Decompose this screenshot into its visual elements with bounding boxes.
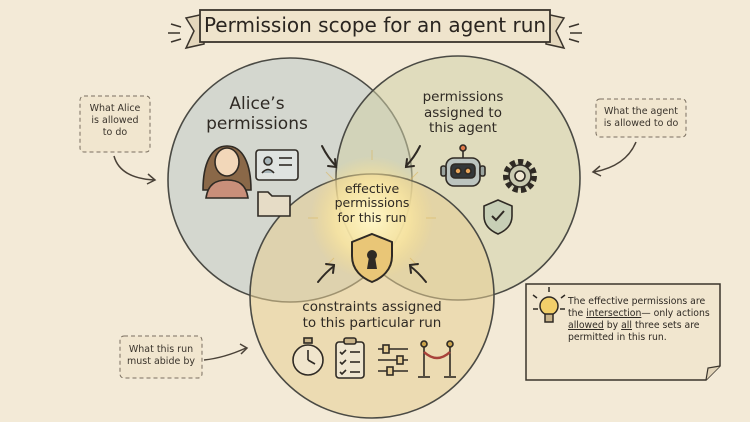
keyhole-shield-icon: [351, 232, 393, 284]
robot-icon: [440, 144, 486, 187]
folder-icon: [257, 191, 291, 217]
note-agent: What the agent is allowed to do: [603, 106, 679, 129]
note-run: What this run must abide by: [126, 344, 195, 367]
checklist-icon: [335, 337, 365, 379]
note-alice-box: [79, 95, 157, 185]
note-agent-box: [591, 98, 687, 177]
sliders-icon: [378, 344, 408, 376]
title-banner: [168, 9, 582, 50]
note-run-box: [119, 335, 249, 379]
run-set-label: constraints assigned to this particular …: [302, 299, 442, 331]
stopwatch-icon: [292, 337, 324, 376]
center-glow: [310, 156, 434, 280]
note-alice: What Alice is allowed to do: [89, 103, 141, 138]
shield-check-icon: [483, 199, 513, 235]
callout-note: [525, 283, 721, 381]
alice-set-label: Alice’s permissions: [206, 94, 308, 134]
agent-set-label: permissions assigned to this agent: [422, 89, 504, 137]
person-icon: [202, 145, 252, 199]
lightbulb-icon: [532, 287, 566, 323]
callout-text: The effective permissions are the inters…: [568, 296, 710, 344]
page-title: Permission scope for an agent run: [203, 13, 547, 37]
center-arrows: [317, 145, 427, 283]
effective-permissions-label: effective permissions for this run: [334, 181, 410, 225]
id-card-icon: [255, 149, 299, 181]
stanchion-icon: [418, 340, 456, 378]
gear-icon: [503, 159, 537, 193]
